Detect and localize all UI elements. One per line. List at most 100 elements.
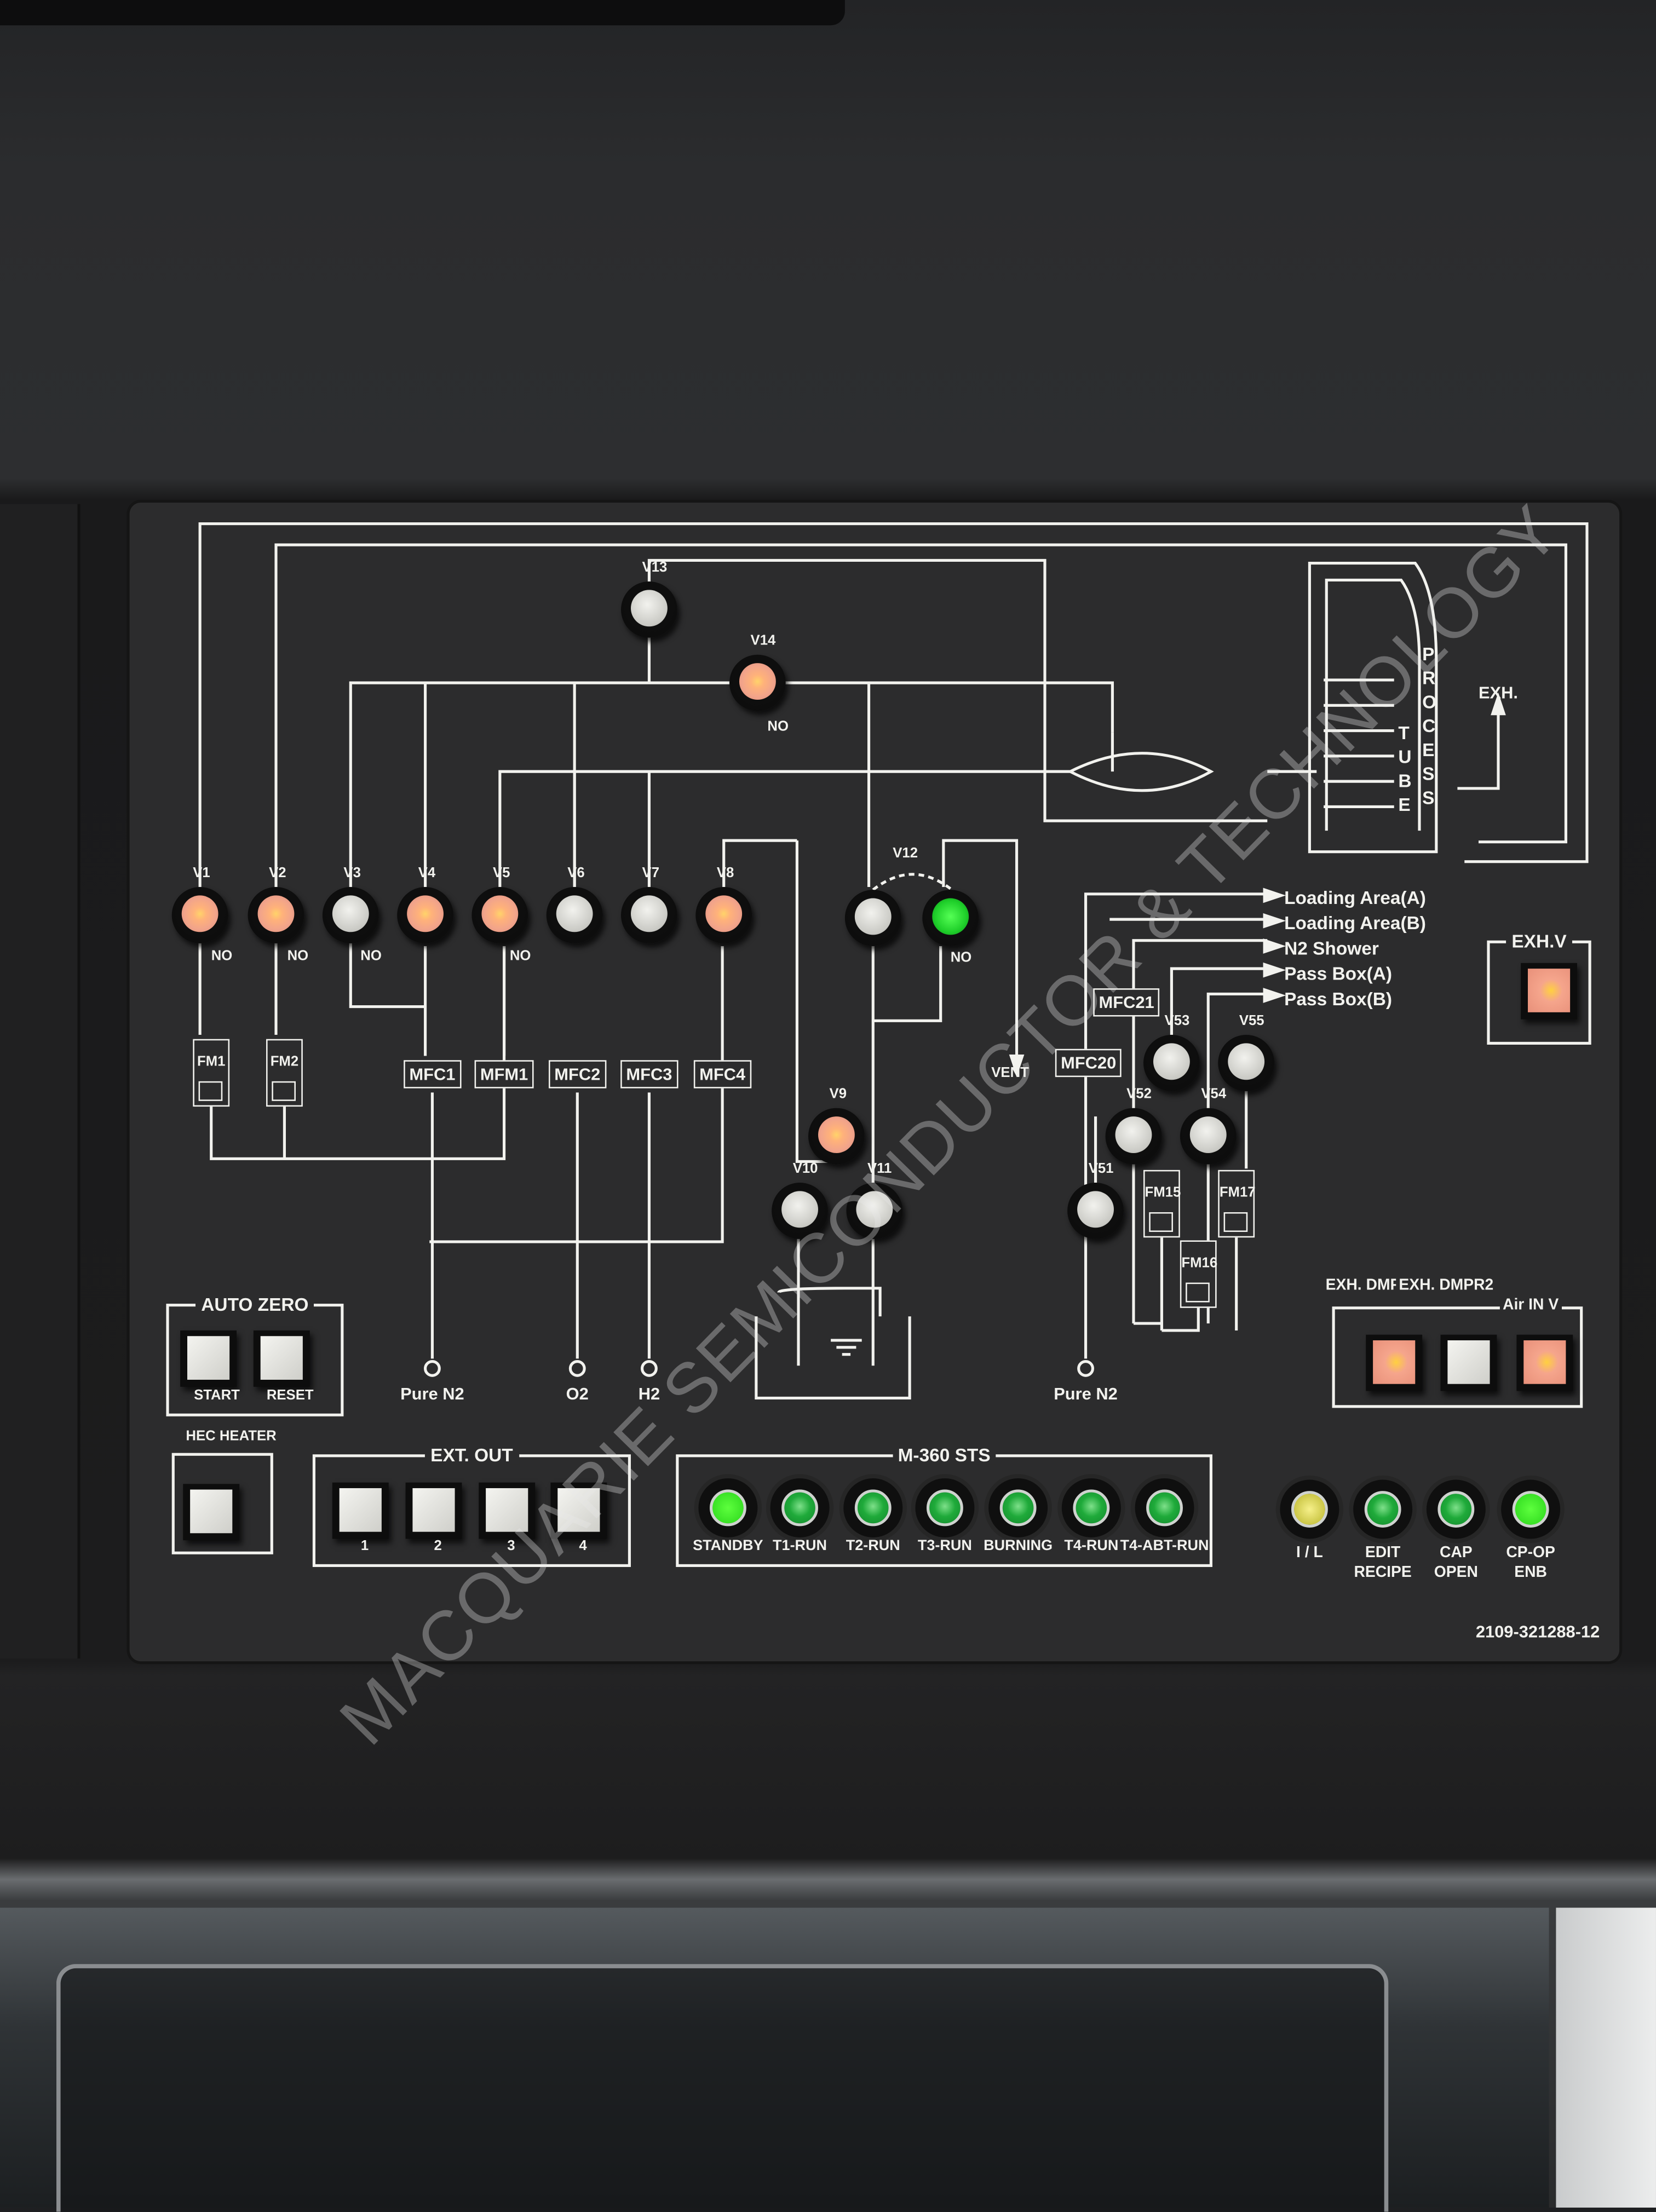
ext-out-button-3[interactable] bbox=[479, 1482, 536, 1539]
process-letter: S bbox=[1422, 763, 1435, 785]
tube-letter: E bbox=[1398, 794, 1411, 815]
valve-v11[interactable] bbox=[846, 1182, 903, 1239]
valve-label: V52 bbox=[1126, 1087, 1152, 1103]
indicator-label-line2: ENB bbox=[1514, 1564, 1547, 1581]
normally-open-label: NO bbox=[287, 949, 309, 965]
exh-v-button[interactable] bbox=[1521, 963, 1577, 1019]
valve-v12-left[interactable] bbox=[844, 890, 901, 946]
valve-v6[interactable] bbox=[546, 886, 603, 943]
valve-v4[interactable] bbox=[397, 886, 453, 943]
valve-label: V12 bbox=[893, 846, 918, 862]
valve-lamp bbox=[1228, 1043, 1265, 1080]
valve-lamp bbox=[181, 895, 219, 932]
lamp-lens bbox=[709, 1489, 746, 1526]
indicator-lamp bbox=[1501, 1479, 1561, 1539]
valve-lamp bbox=[481, 895, 519, 932]
gas-inlet-label: H2 bbox=[638, 1384, 660, 1404]
exhaust-button[interactable] bbox=[1516, 1334, 1573, 1391]
lamp-lens bbox=[1438, 1491, 1475, 1528]
valve-label: V55 bbox=[1239, 1013, 1264, 1029]
lamp-lens bbox=[1073, 1489, 1110, 1526]
valve-v3[interactable] bbox=[322, 886, 379, 943]
valve-v13[interactable] bbox=[620, 581, 677, 638]
status-lamp-label: T4-RUN bbox=[1064, 1537, 1119, 1554]
destination-label: Loading Area(A) bbox=[1284, 886, 1426, 908]
button-face bbox=[412, 1488, 455, 1532]
vent-label: VENT bbox=[991, 1065, 1029, 1081]
valve-label: V4 bbox=[418, 866, 436, 882]
normally-open-label: NO bbox=[767, 719, 789, 735]
status-lamp-t4-run bbox=[1061, 1478, 1121, 1537]
valve-label: V3 bbox=[343, 866, 361, 882]
flowmeter-fm15: FM15 bbox=[1143, 1170, 1181, 1238]
m360-status-group: M-360 STS bbox=[676, 1445, 1212, 1567]
indicator-lamp bbox=[1280, 1479, 1339, 1539]
process-letter: P bbox=[1422, 643, 1435, 665]
valve-v7[interactable] bbox=[620, 886, 677, 943]
valve-label: V6 bbox=[567, 866, 585, 882]
flowmeter-symbol bbox=[1149, 1212, 1173, 1232]
auto-zero-start-button[interactable] bbox=[180, 1330, 237, 1387]
normally-open-label: NO bbox=[950, 950, 972, 966]
valve-lamp bbox=[257, 895, 295, 932]
indicator-label-line1: CP-OP bbox=[1506, 1544, 1555, 1562]
valve-v2[interactable] bbox=[248, 886, 304, 943]
mass-flow-mfm1: MFM1 bbox=[474, 1060, 534, 1088]
valve-label: V14 bbox=[750, 633, 776, 649]
valve-lamp bbox=[630, 895, 668, 932]
process-letter: C bbox=[1422, 715, 1436, 736]
tube-letter: U bbox=[1398, 746, 1412, 768]
valve-v54[interactable] bbox=[1180, 1108, 1237, 1165]
button-label: RESET bbox=[266, 1388, 314, 1404]
mass-flow-mfc21: MFC21 bbox=[1093, 988, 1160, 1017]
flowmeter-fm17: FM17 bbox=[1218, 1170, 1256, 1238]
valve-v12-right[interactable] bbox=[922, 890, 979, 946]
process-letter: O bbox=[1422, 691, 1437, 713]
upper-bezel bbox=[0, 0, 845, 26]
valve-v52[interactable] bbox=[1105, 1108, 1162, 1165]
valve-lamp bbox=[1153, 1043, 1190, 1080]
button-face bbox=[486, 1488, 528, 1532]
exhaust-button[interactable] bbox=[1366, 1334, 1423, 1391]
exh-v-title: EXH.V bbox=[1506, 932, 1572, 951]
ext-out-button-4[interactable] bbox=[550, 1482, 607, 1539]
mass-flow-mfc20: MFC20 bbox=[1055, 1049, 1122, 1078]
exhaust-damper-group bbox=[1332, 1306, 1583, 1408]
valve-v10[interactable] bbox=[772, 1182, 828, 1239]
flowmeter-symbol bbox=[1186, 1282, 1210, 1303]
valve-v55[interactable] bbox=[1218, 1034, 1275, 1091]
ext-out-button-2[interactable] bbox=[405, 1482, 462, 1539]
status-lamp-label: T3-RUN bbox=[917, 1537, 972, 1554]
button-label: 2 bbox=[434, 1539, 442, 1554]
lamp-lens bbox=[1146, 1489, 1183, 1526]
lamp-lens bbox=[781, 1489, 818, 1526]
flowmeter-label: FM2 bbox=[270, 1054, 299, 1070]
normally-open-label: NO bbox=[211, 949, 233, 965]
valve-v8[interactable] bbox=[695, 886, 752, 943]
status-lamp-label: BURNING bbox=[984, 1537, 1053, 1554]
valve-v51[interactable] bbox=[1067, 1182, 1124, 1239]
status-lamp-t3-run bbox=[915, 1478, 975, 1537]
indicator-label-line1: CAP bbox=[1439, 1544, 1473, 1562]
status-lamp-label: STANDBY bbox=[693, 1537, 763, 1554]
valve-v53[interactable] bbox=[1143, 1034, 1200, 1091]
valve-lamp bbox=[781, 1191, 818, 1228]
hec-heater-button[interactable] bbox=[183, 1484, 240, 1541]
valve-lamp bbox=[932, 898, 969, 935]
flowmeter-fm2: FM2 bbox=[266, 1039, 303, 1107]
auto-zero-reset-button[interactable] bbox=[253, 1330, 310, 1387]
mass-flow-mfc4: MFC4 bbox=[693, 1060, 751, 1088]
status-lamp-t2-run bbox=[843, 1478, 903, 1537]
status-lamp-t4-abt-run bbox=[1135, 1478, 1194, 1537]
valve-label: V53 bbox=[1164, 1013, 1190, 1029]
glass-window bbox=[56, 1964, 1389, 2212]
valve-v1[interactable] bbox=[171, 886, 228, 943]
status-lamp-t1-run bbox=[770, 1478, 830, 1537]
valve-v5[interactable] bbox=[472, 886, 528, 943]
valve-v9[interactable] bbox=[808, 1108, 865, 1165]
indicator-label-line2: RECIPE bbox=[1354, 1564, 1412, 1581]
exhaust-button[interactable] bbox=[1440, 1334, 1497, 1391]
ext-out-button-1[interactable] bbox=[332, 1482, 389, 1539]
valve-v14[interactable] bbox=[729, 654, 786, 711]
